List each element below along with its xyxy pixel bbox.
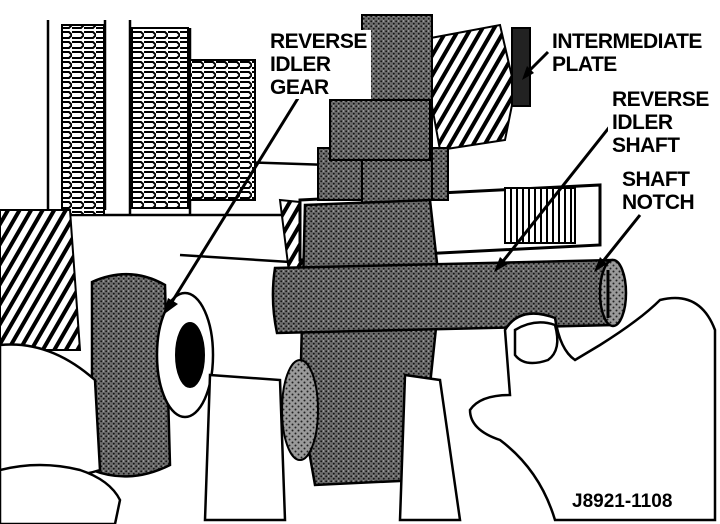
leader-lines <box>168 50 642 306</box>
reverse-idler-shaft-line-1: REVERSE <box>612 88 709 111</box>
reverse-idler-gear-line-3: GEAR <box>270 76 329 99</box>
shaft-notch-line-2: NOTCH <box>622 191 695 214</box>
arrowhead-shaft-notch <box>594 257 607 272</box>
reverse-idler-shaft-line-3: SHAFT <box>612 134 680 157</box>
arrowhead-reverse-idler-shaft <box>494 257 508 272</box>
helical-gear-top <box>418 23 517 152</box>
arrowhead-reverse-idler-gear <box>163 298 178 315</box>
intermediate-plate-line-1: INTERMEDIATE <box>552 30 702 53</box>
reverse-idler-shaft-line-2: IDLER <box>612 111 673 134</box>
background-gear-left <box>0 209 82 351</box>
left-gear-column-mid <box>189 59 256 201</box>
reverse-idler-gear-line-1: REVERSE <box>270 30 367 53</box>
intermediate-plate-line-2: PLATE <box>552 53 617 76</box>
left-gear-column-outer <box>61 24 105 216</box>
lower-spacer <box>281 359 319 461</box>
reverse-idler-shaft-label: REVERSE IDLER SHAFT <box>608 88 713 157</box>
intermediate-plate-block <box>511 27 531 107</box>
figure-id: J8921-1108 <box>572 491 673 512</box>
center-gear-hub <box>329 99 431 161</box>
left-knurled-gear <box>90 272 172 478</box>
left-gear-column-inner <box>131 27 189 209</box>
hand-right-finger <box>513 321 559 365</box>
reverse-idler-gear-label: REVERSE IDLER GEAR <box>266 30 371 99</box>
intermediate-plate-label: INTERMEDIATE PLATE <box>552 30 702 76</box>
shaft-end-face <box>598 258 628 328</box>
reverse-idler-gear-line-2: IDLER <box>270 53 331 76</box>
left-gear-bore <box>175 322 205 388</box>
shaft-notch-line-1: SHAFT <box>622 168 690 191</box>
shaft-notch-label: SHAFT NOTCH <box>618 168 699 214</box>
hand-left-fingers <box>0 463 122 524</box>
lower-bearing <box>203 373 287 522</box>
lower-housing <box>398 373 462 522</box>
hand-right <box>468 296 717 522</box>
hand-left <box>0 343 102 477</box>
arrowhead-intermediate-plate <box>522 66 534 80</box>
reverse-idler-shaft <box>271 258 616 335</box>
